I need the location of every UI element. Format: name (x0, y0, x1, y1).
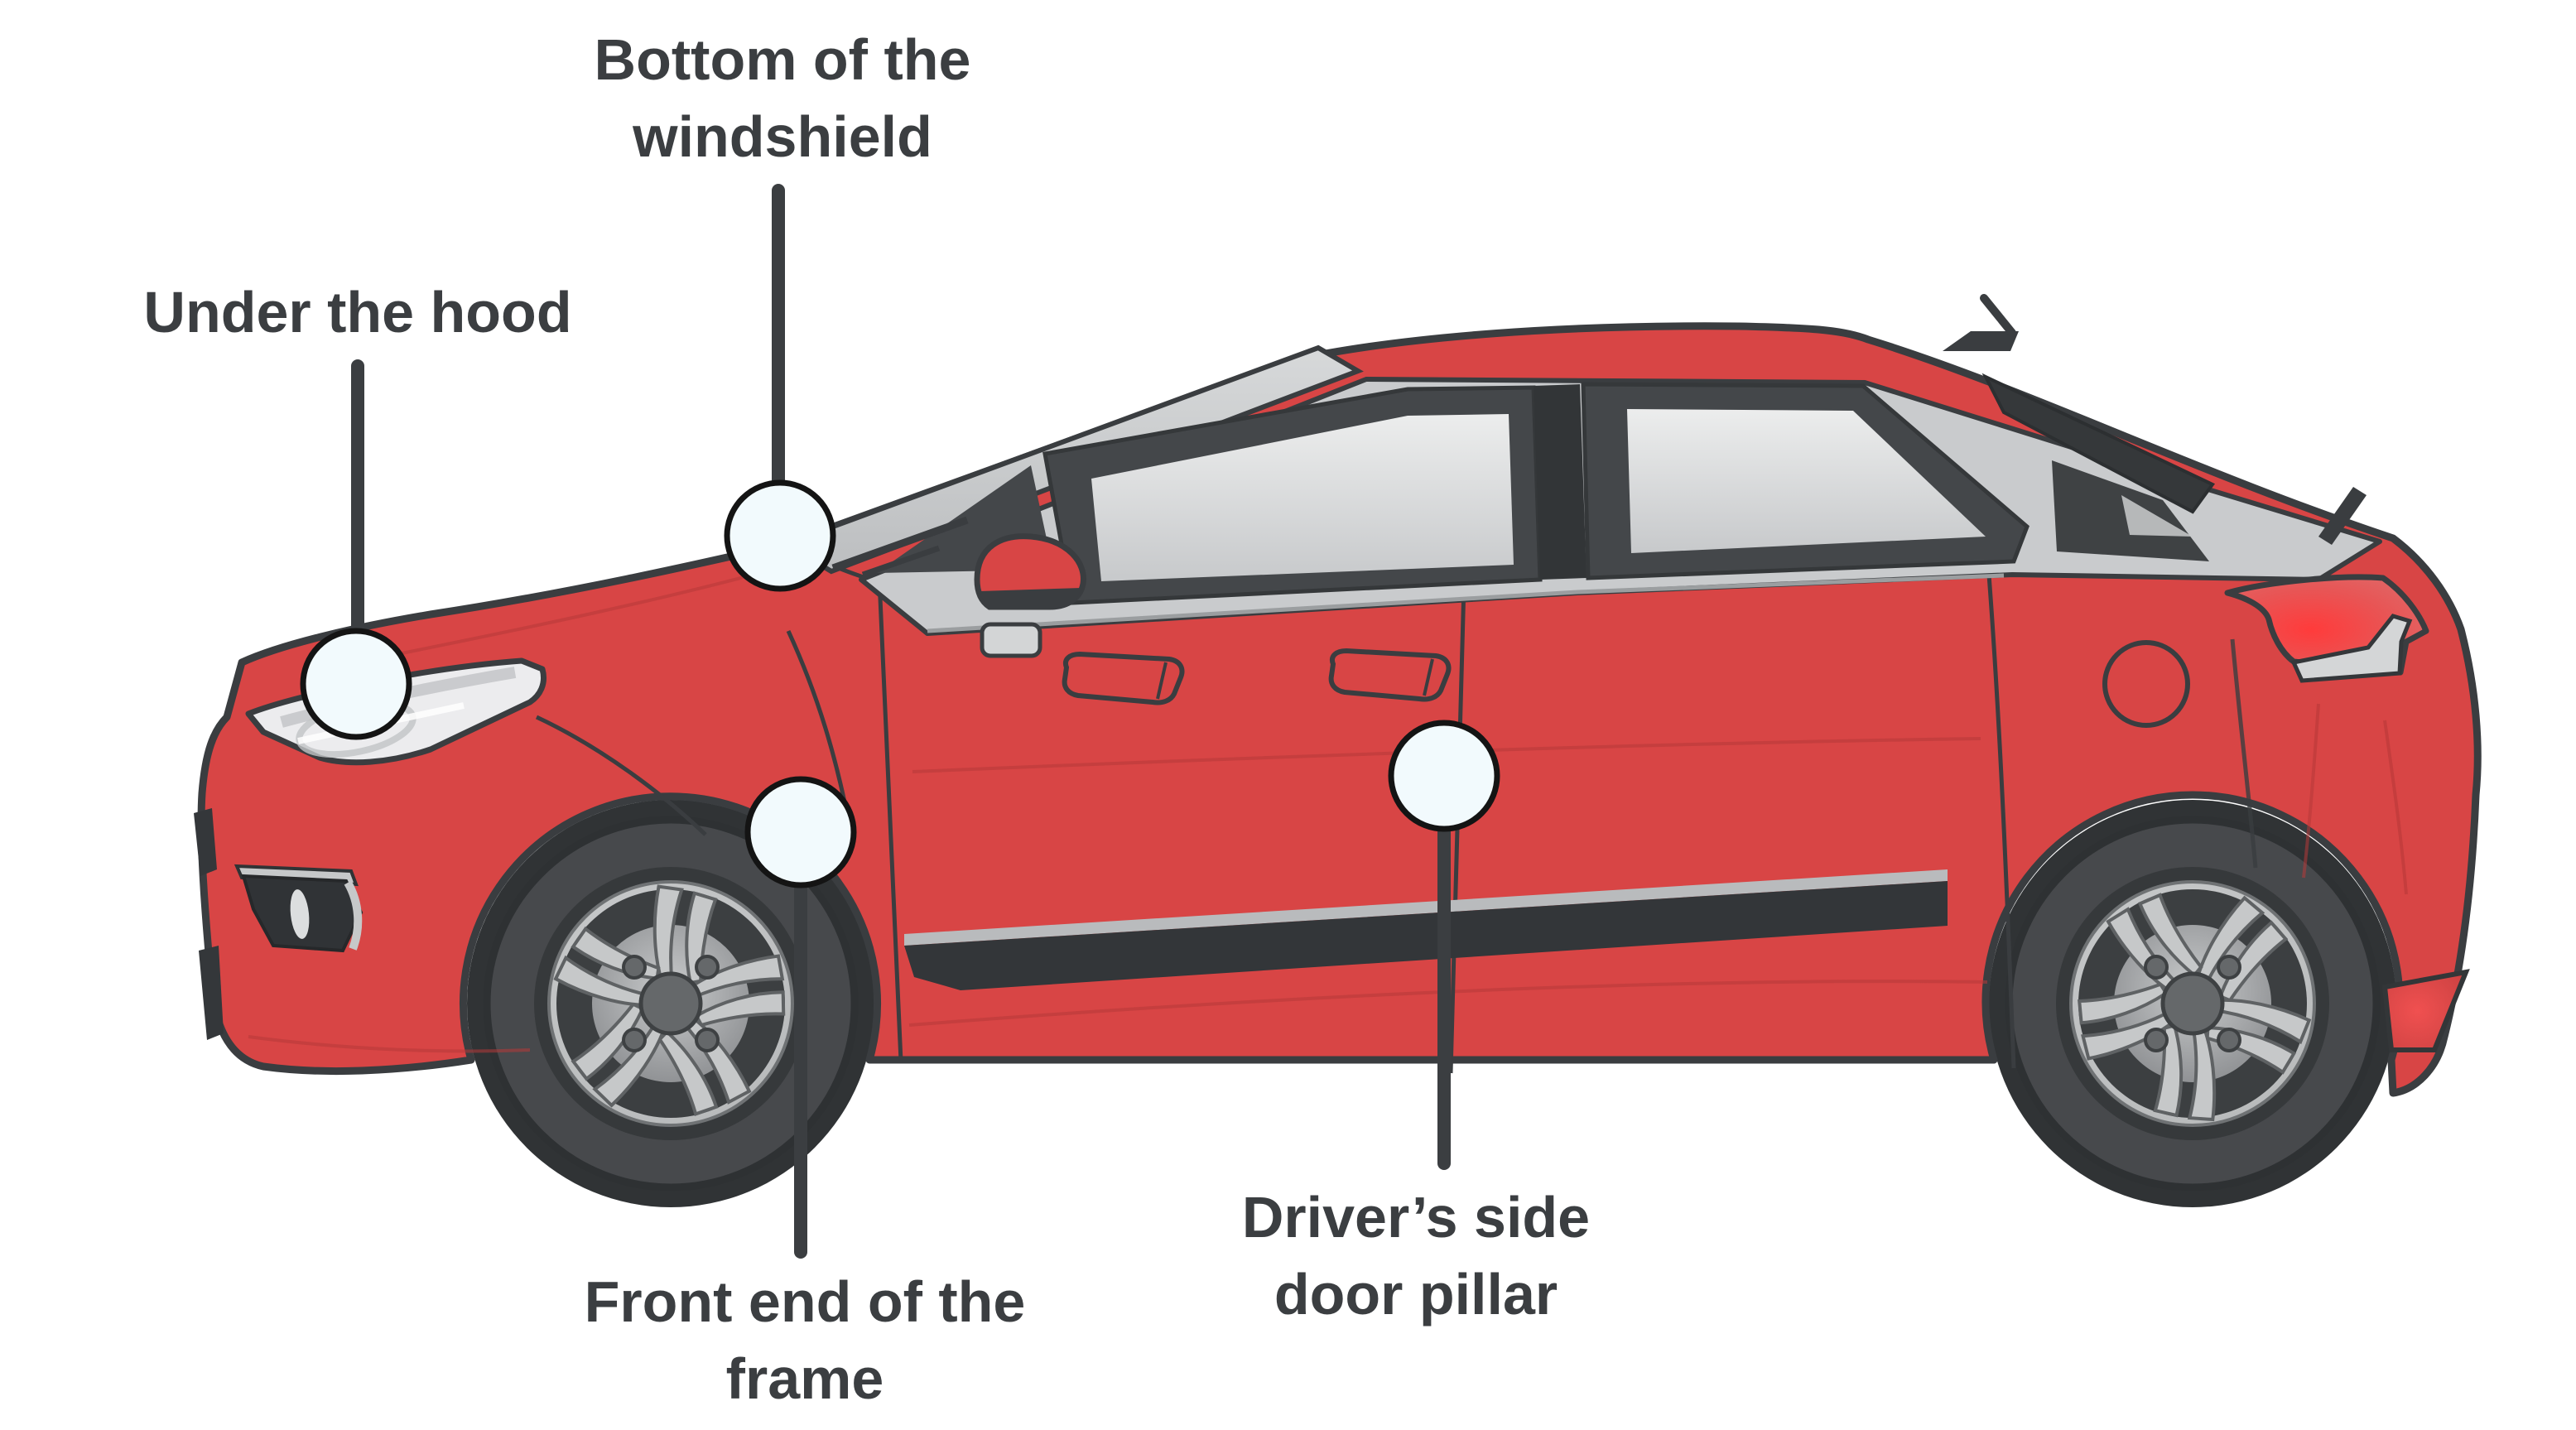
b-pillar (1534, 384, 1587, 580)
callout-line: Driver’s side (1241, 1185, 1591, 1249)
rear-wiper (2318, 487, 2367, 545)
front-door-handle (1062, 651, 1185, 705)
rear-door-window (1581, 382, 2030, 580)
callout-line: frame (725, 1346, 884, 1411)
leader-lines (351, 184, 1451, 1259)
callout-label-front-end-of-frame: Front end of the frame (585, 1264, 1026, 1418)
rear-door-handle (1328, 648, 1452, 702)
rear-window-shade (1981, 373, 2216, 514)
callout-line: Bottom of the (594, 27, 971, 92)
rear-wheel (1989, 800, 2396, 1207)
side-molding (904, 869, 1948, 990)
fuel-door (2102, 640, 2190, 728)
callout-label-bottom-of-windshield: Bottom of the windshield (595, 22, 971, 176)
antenna-icon (1943, 294, 2019, 351)
marker-under-hood (300, 628, 412, 740)
front-grille-upper (194, 808, 217, 876)
fog-light (234, 864, 364, 953)
callout-label-under-the-hood: Under the hood (143, 274, 571, 351)
callout-line: windshield (633, 104, 932, 169)
front-grille-lower (199, 946, 224, 1040)
marker-front-frame (744, 776, 857, 888)
front-wheel (467, 800, 874, 1207)
rear-rim-spokes (2078, 893, 2312, 1122)
windshield-wipers (831, 516, 969, 578)
callout-line: door pillar (1274, 1262, 1558, 1326)
callout-label-drivers-side-door-pillar: Driver’s side door pillar (1242, 1179, 1590, 1333)
front-door-window (1042, 385, 1543, 605)
mirror-base-trim (980, 622, 1042, 658)
rear-reflector (2381, 969, 2470, 1052)
callout-line: Under the hood (143, 280, 572, 344)
callout-line: Front end of the (584, 1269, 1026, 1334)
fog-light-bulb (290, 889, 310, 939)
rear-quarter-window (2052, 460, 2209, 561)
marker-door-pillar (1388, 720, 1500, 832)
hotspot-markers (300, 479, 1500, 888)
marker-bottom-windshield (724, 479, 836, 592)
side-mirror (974, 533, 1086, 658)
taillight-trim-stripe (2290, 614, 2413, 683)
